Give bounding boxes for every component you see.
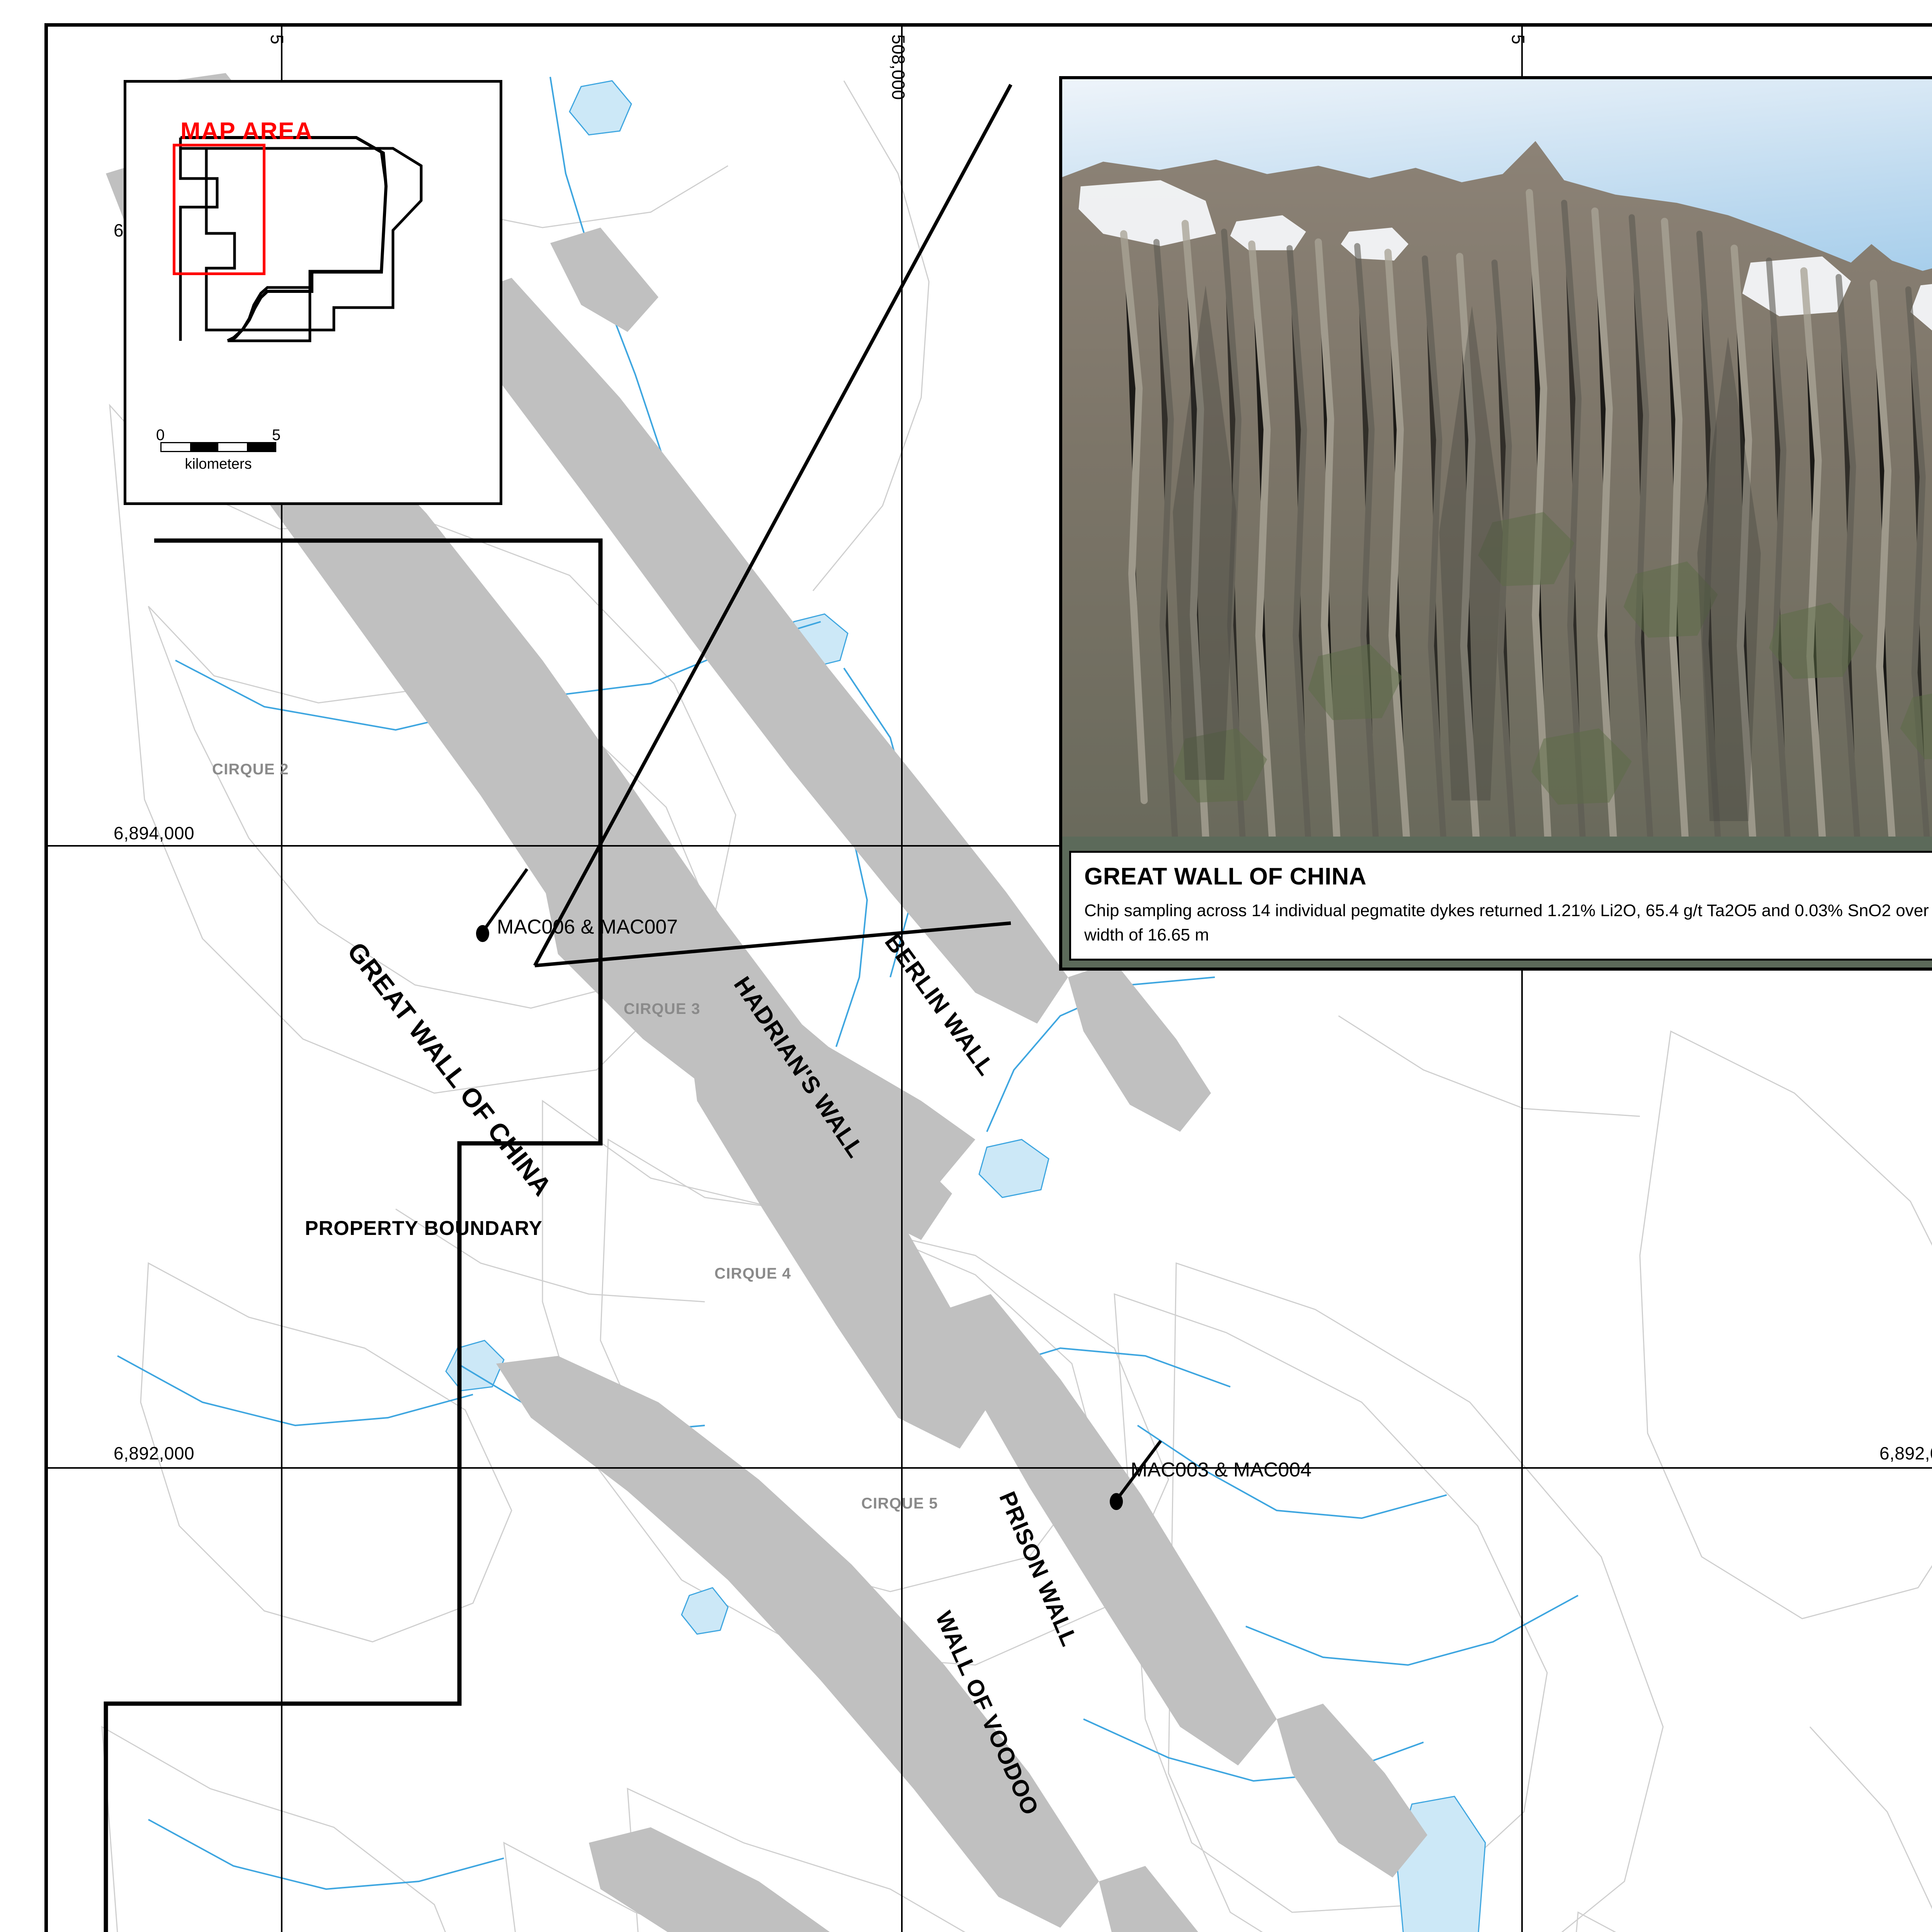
drill-collar-dot-mac003-mac004[interactable]	[1110, 1493, 1123, 1510]
photo-caption-text: Chip sampling across 14 individual pegma…	[1084, 901, 1932, 944]
inset-leader-lines	[533, 83, 1012, 968]
grid-label-left-2: 6,892,000	[114, 1443, 195, 1463]
inset-location-map: MAP AREA 0 5 kilometers	[124, 80, 502, 505]
grid-label-top-1: 508,000	[888, 34, 908, 100]
cirque-label-5: CIRQUE 5	[861, 1495, 938, 1512]
vegetation-patches	[1173, 512, 1932, 805]
photo-inset-panel: GREAT WALL OF CHINA Chip sampling across…	[1059, 76, 1932, 971]
grid-label-right-2: 6,892,000	[1879, 1443, 1932, 1463]
inset-scale-bar-graphic	[160, 442, 276, 452]
collar-leader-lines	[479, 868, 1162, 1504]
drill-collar-label-mac006-mac007: MAC006 & MAC007	[497, 916, 678, 938]
drill-collar-label-mac003-mac004: MAC003 & MAC004	[1131, 1459, 1312, 1481]
grid-label-left-1: 6,894,000	[114, 823, 195, 843]
inset-map-area-rectangle	[173, 144, 265, 275]
cirque-label-2: CIRQUE 2	[212, 761, 289, 778]
map-frame: 6,8 6,894,000 6,892,000 6,890,000 6 0 0 …	[44, 23, 1932, 1932]
drill-collar-dot-mac006-mac007[interactable]	[476, 925, 489, 942]
cirque-label-3: CIRQUE 3	[624, 1000, 701, 1017]
inset-map-area-label: MAP AREA	[180, 118, 313, 145]
inset-scale-max: 5	[272, 427, 281, 444]
grid-label-top-2: 5	[1508, 34, 1528, 45]
inset-scale-bar: 0 5 kilometers	[156, 427, 288, 473]
cliff-photograph	[1062, 79, 1932, 837]
property-boundary-line	[104, 538, 603, 1932]
inset-scale-unit: kilometers	[185, 456, 252, 472]
pegmatite-dyke-swarm	[106, 73, 1427, 1932]
cirque-label-4: CIRQUE 4	[714, 1265, 791, 1282]
map-drawing-canvas	[48, 27, 1932, 1932]
grid-label-top-0: 5	[267, 34, 287, 45]
photo-caption-box: GREAT WALL OF CHINA Chip sampling across…	[1069, 851, 1932, 961]
claim-boundary	[182, 136, 388, 342]
shadow-gullies	[1173, 285, 1761, 821]
inset-map-drawing	[179, 136, 423, 342]
photo-caption-title: GREAT WALL OF CHINA	[1084, 863, 1367, 890]
property-boundary-label: PROPERTY BOUNDARY	[305, 1217, 543, 1240]
inset-scale-min: 0	[156, 427, 165, 444]
